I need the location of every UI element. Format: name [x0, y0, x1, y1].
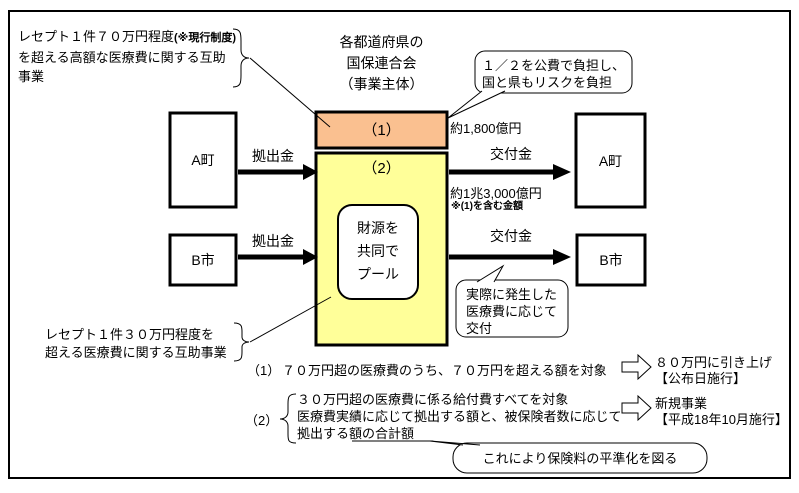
organizer-label: 各都道府県の 国保連合会 （事業主体）: [316, 32, 447, 95]
actual-cost-bubble: [455, 279, 569, 338]
outcome1-line1: ８０万円に引き上げ: [655, 355, 773, 370]
program1-box: [314, 110, 449, 150]
actual-cost-line1: 実際に発生した: [466, 287, 558, 302]
right-town-a-label: A町: [598, 152, 623, 169]
grant-arrow-b-head: [553, 249, 571, 265]
grant-label-b: 交付金: [490, 228, 532, 244]
leveling-bubble-text: これにより保険料の平準化を図る: [482, 451, 678, 466]
pool-box: [337, 204, 419, 300]
public-share-bubble-tail: [447, 90, 506, 119]
note30-line2: 超える医療費に関する互助事業: [45, 345, 227, 360]
note70-line2: を超える高額な医療費に関する互助: [18, 50, 226, 65]
left-town-a-box: [168, 111, 238, 209]
outcome1-line2: 【公布日施行】: [655, 371, 747, 386]
contribution-label-a: 拠出金: [252, 148, 294, 164]
public-share-bubble-text: １／２を公費で負担し、 国と県もリスクを負担: [482, 57, 625, 91]
contribution-arrow-b-head: [303, 249, 318, 265]
actual-cost-bubble-tail: [476, 264, 505, 283]
note70-paren: (※現行制度): [174, 32, 237, 44]
note70-text: レセプト１件７０万円程度(※現行制度) を超える高額な医療費に関する互助 事業: [18, 27, 236, 86]
pointer-note70-line: [249, 57, 331, 128]
amount-box2-note: ※(1)を含む金額: [451, 201, 523, 212]
actual-cost-bubble-text: 実際に発生した 医療費に応じて 交付: [466, 286, 557, 337]
outcome2-line1: 新規事業: [655, 396, 708, 411]
left-town-a-label: A町: [191, 152, 215, 168]
item1-text: ７０万円超の医療費のうち、７０万円を超える額を対象: [282, 363, 607, 378]
item1-label: （1）: [247, 363, 281, 378]
right-city-b-box: [575, 233, 647, 287]
contribution-label-b: 拠出金: [252, 233, 294, 249]
brace-item2-icon: [279, 393, 297, 444]
organizer-line1: 各都道府県の: [339, 34, 424, 50]
program1-label: （1）: [362, 122, 401, 139]
brace30-icon: [233, 322, 250, 362]
left-city-b-box: [168, 233, 238, 287]
outer-frame: [8, 10, 791, 479]
item2-line2: 医療費実績に応じて拠出する額と、被保険者数に応じて: [297, 409, 622, 424]
note30-line1: レセプト１件３０万円程度を: [45, 327, 215, 342]
left-city-b-label: B市: [191, 252, 215, 268]
outcome2-text: 新規事業 【平成18年10月施行】: [655, 396, 788, 428]
public-share-line1: １／２を公費で負担し、: [482, 58, 626, 73]
outcome2-block-arrow-icon: [621, 394, 652, 422]
public-share-line2: 国と県もリスクを負担: [482, 75, 613, 90]
pool-line3: プール: [357, 266, 399, 282]
pool-line2: 共同で: [357, 243, 399, 259]
item2-line1: ３０万円超の医療費に係る給付費すべてを対象: [297, 392, 569, 407]
pool-line1: 財源を: [357, 220, 399, 236]
leveling-bubble-tail: [429, 440, 481, 446]
note30-text: レセプト１件３０万円程度を 超える医療費に関する互助事業: [45, 326, 227, 362]
outcome1-text: ８０万円に引き上げ 【公布日施行】: [655, 355, 772, 387]
public-share-bubble: [474, 50, 633, 94]
grant-label-a: 交付金: [490, 146, 532, 162]
grant-arrow-a-head: [553, 164, 571, 180]
item2-label: （2）: [245, 413, 279, 428]
organizer-line3: （事業主体）: [339, 76, 424, 92]
pointer-note30-line: [249, 296, 332, 343]
actual-cost-line3: 交付: [466, 321, 493, 336]
program2-label: （2）: [362, 160, 401, 177]
note70-line3: 事業: [18, 69, 45, 84]
note70-line1: レセプト１件７０万円程度(※現行制度): [18, 29, 237, 44]
outcome1-block-arrow-icon: [621, 353, 652, 381]
leveling-bubble: [452, 442, 708, 474]
outcome2-line2: 【平成18年10月施行】: [655, 412, 788, 427]
organizer-line2: 国保連合会: [346, 55, 417, 71]
actual-cost-line2: 医療費に応じて: [466, 304, 558, 319]
item2-text: ３０万円超の医療費に係る給付費すべてを対象 医療費実績に応じて拠出する額と、被保…: [297, 391, 621, 442]
item2-line3: 拠出する額の合計額: [297, 426, 415, 441]
pool-text: 財源を 共同で プール: [338, 217, 418, 286]
brace70-icon: [232, 28, 250, 88]
amount-box1: 約1,800億円: [450, 121, 522, 136]
right-town-a-box: [574, 112, 647, 209]
amount-box2: 約1兆3,000億円: [450, 186, 542, 201]
contribution-arrow-a-head: [303, 164, 318, 180]
right-city-b-label: B市: [599, 252, 623, 268]
